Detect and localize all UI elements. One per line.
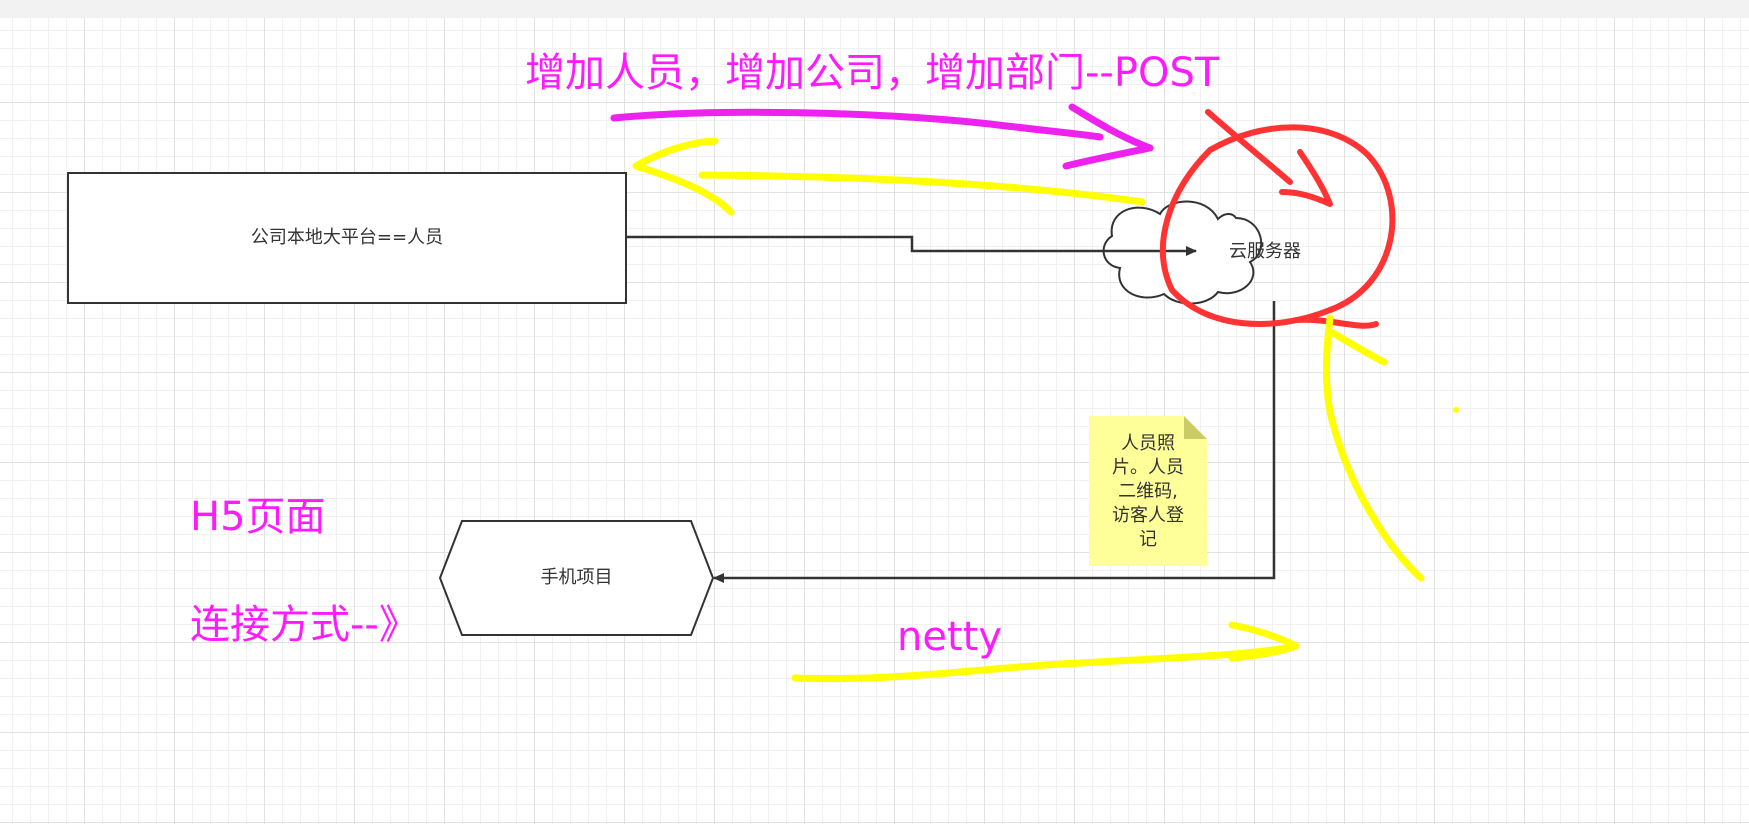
yellow-bottom-arrow-shaft (791, 642, 1300, 683)
yellow-bottom-arrow-head (1228, 621, 1300, 662)
sticky-note[interactable] (1089, 416, 1207, 566)
red-arrow-left (1205, 109, 1293, 185)
note-text: 人员照 片。人员 二维码, 访客人登 记 (1089, 432, 1207, 552)
netty-annotation: netty (897, 614, 1002, 660)
diagram-canvas[interactable] (0, 18, 1749, 824)
red-arrow-right (1279, 149, 1333, 207)
sticky-note-fold (1184, 416, 1207, 439)
yellow-vertical-stroke (1323, 314, 1425, 582)
red-under-stroke (1293, 316, 1379, 329)
connector-cloud-to-mobile[interactable] (713, 301, 1276, 583)
note-line: 片。人员 (1112, 457, 1184, 478)
post-annotation: 增加人员，增加公司，增加部门--POST (525, 50, 1220, 96)
platform-label: 公司本地大平台==人员 (250, 227, 444, 249)
connector-platform-to-cloud[interactable] (627, 235, 1197, 256)
mobile-hexagon[interactable] (438, 520, 715, 636)
magenta-arrow-shaft (610, 108, 1104, 141)
platform-box[interactable] (67, 172, 627, 304)
mobile-label: 手机项目 (540, 567, 613, 589)
yellow-left-arrow-head (632, 137, 735, 216)
connection-method-annotation: 连接方式--》 (190, 602, 419, 648)
yellow-dot (1453, 407, 1459, 413)
h5-page-annotation: H5页面 (190, 494, 326, 540)
magenta-arrow-head (1062, 103, 1154, 170)
cloud-label: 云服务器 (1229, 241, 1301, 263)
note-line: 二维码, (1118, 481, 1178, 502)
note-line: 访客人登 (1112, 505, 1184, 526)
cloud-shape[interactable] (1102, 200, 1263, 305)
yellow-small-tick (1329, 329, 1388, 366)
note-line: 人员照 (1121, 433, 1175, 454)
yellow-left-arrow-shaft (698, 171, 1146, 206)
red-circle-mark (1159, 124, 1396, 327)
note-line: 记 (1139, 529, 1157, 550)
